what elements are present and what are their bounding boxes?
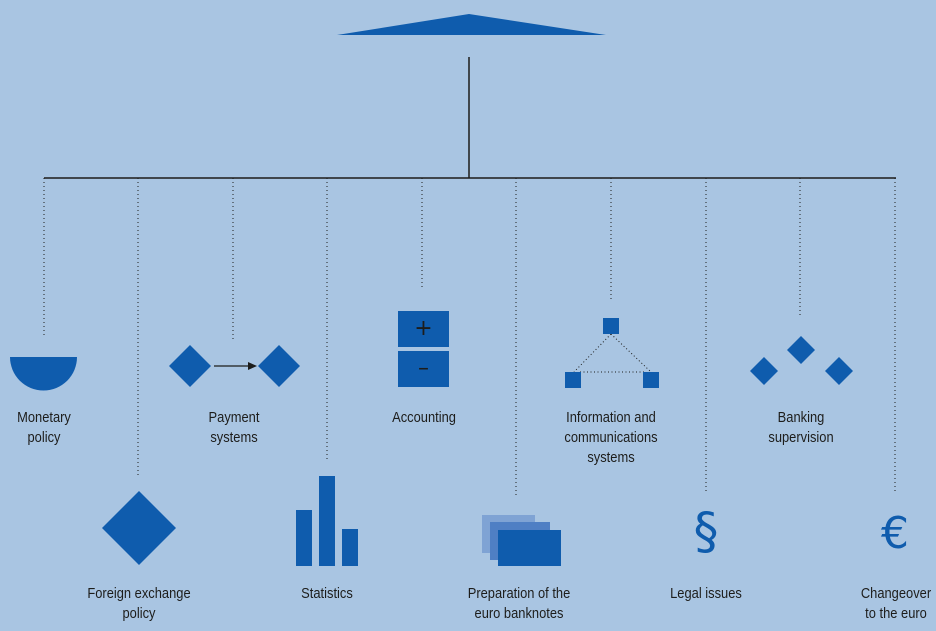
label-foreign-exchange-policy: Foreign exchange policy xyxy=(87,585,191,622)
plus-sign: + xyxy=(414,316,433,341)
network-triangle-icon xyxy=(565,318,659,388)
plus-minus-icon xyxy=(398,311,449,387)
roof-icon xyxy=(337,14,606,35)
label-monetary-policy: Monetary policy xyxy=(17,409,71,446)
bar-chart-icon xyxy=(296,476,358,566)
label-euro-banknotes: Preparation of the euro banknotes xyxy=(467,585,571,622)
euro-sign-icon: € xyxy=(881,508,909,559)
label-information-systems: Information and communications systems xyxy=(564,409,658,466)
diamond-icon xyxy=(102,491,176,565)
label-changeover: Changeover to the euro xyxy=(860,585,932,622)
label-payment-systems: Payment systems xyxy=(208,409,260,446)
section-sign-icon: § xyxy=(693,502,719,560)
label-accounting: Accounting xyxy=(392,409,456,426)
stacked-banknotes-icon xyxy=(482,515,561,566)
label-banking-supervision: Banking supervision xyxy=(768,409,834,446)
half-circle-icon xyxy=(10,357,77,391)
diamond-arrow-icon xyxy=(169,345,300,387)
three-diamonds-icon xyxy=(750,336,853,385)
label-legal-issues: Legal issues xyxy=(670,585,742,602)
label-statistics: Statistics xyxy=(301,585,353,602)
minus-sign: – xyxy=(418,356,429,381)
